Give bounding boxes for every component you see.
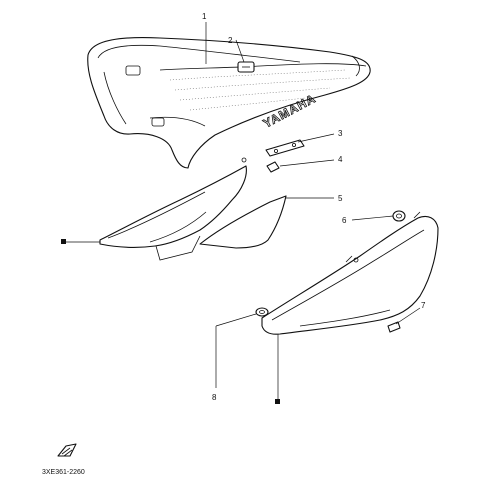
side-cover-right xyxy=(261,211,439,335)
callout-4: 4 xyxy=(338,155,343,164)
side-panel xyxy=(199,195,287,249)
reference-marker-bottom xyxy=(275,399,280,404)
reference-marker-left xyxy=(61,239,66,244)
seat-clip xyxy=(237,61,255,73)
seat: YAMAHA xyxy=(87,37,371,169)
callout-1: 1 xyxy=(202,12,207,21)
side-cover-left xyxy=(99,157,247,261)
callout-5: 5 xyxy=(338,194,343,203)
diagram-code: 3XE361-2260 xyxy=(42,469,85,476)
callout-3: 3 xyxy=(338,129,343,138)
callout-8: 8 xyxy=(212,393,217,402)
grommet xyxy=(392,210,406,222)
screw xyxy=(387,321,401,333)
callout-7: 7 xyxy=(421,301,426,310)
leader-lines xyxy=(64,22,421,400)
collar xyxy=(255,307,269,317)
book-icon xyxy=(57,443,77,457)
seat-bracket xyxy=(265,139,305,157)
callout-2: 2 xyxy=(228,36,233,45)
callout-6: 6 xyxy=(342,216,347,225)
damper xyxy=(266,161,280,173)
